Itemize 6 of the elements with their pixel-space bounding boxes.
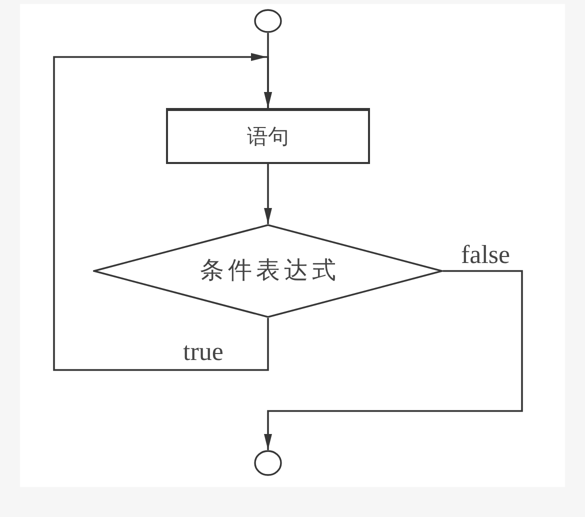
flow-arrow bbox=[264, 270, 523, 450]
condition-text: 条件表达式 bbox=[199, 258, 340, 284]
process-text: 语句 bbox=[247, 124, 289, 148]
flow-arrow bbox=[53, 53, 272, 371]
process-box bbox=[166, 108, 370, 164]
flow-arrow bbox=[264, 164, 272, 224]
